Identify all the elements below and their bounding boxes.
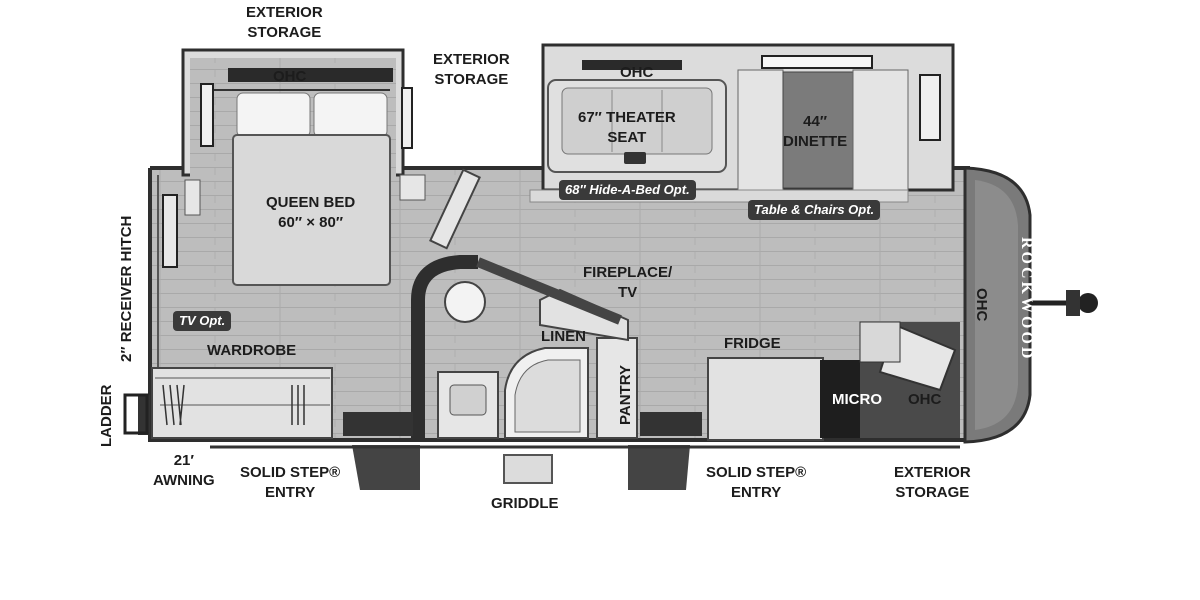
theater-console [624,152,646,164]
fridge-shape [707,357,824,441]
pantry-shape [596,337,638,439]
exterior-storage-right-label: EXTERIOR STORAGE [894,464,971,501]
ohc-kitchen-label: OHC [908,391,942,408]
entry-door-left [343,412,413,436]
queen-bed-label: QUEEN BED 60″ × 80″ [266,194,356,231]
dinette-window [919,74,941,141]
fireplace-angled [476,257,622,325]
bed-nightstand-right [399,174,426,201]
exterior-storage-center-label: EXTERIOR STORAGE [433,51,510,88]
linen-label: LINEN [541,328,586,345]
micro-label: MICRO [832,391,882,408]
fridge-label: FRIDGE [724,335,781,352]
hide-a-bed-option-tag: 68″ Hide-A-Bed Opt. [559,180,696,200]
tv-option-tag: TV Opt. [173,311,232,331]
step-right [628,445,690,490]
front-cap-inner [975,180,1018,430]
rear-ladder [123,393,149,435]
main-walls [148,166,970,442]
dinette-table [782,71,854,189]
awning-label: 21′ AWNING [153,452,215,489]
rear-tv-panel [162,194,178,268]
bedroom-ohc-bar [228,68,393,82]
wardrobe-label: WARDROBE [207,342,297,359]
ohc-front-label: OHC [973,288,990,322]
table-chairs-option-tag: Table & Chairs Opt. [748,200,881,220]
queen-bed-shape [232,134,391,286]
bed-nightstand-left [184,179,201,216]
bath-sink [449,384,487,416]
entry-door-right [640,412,702,436]
dinette-label: 44″ DINETTE [783,113,848,150]
theater-ohc-bar [582,60,682,70]
ohc-theater-label: OHC [620,64,654,81]
theater-seat-label: 67″ THEATER SEAT [578,109,676,146]
bedroom-window-left [200,83,214,147]
fireplace-tv-label: FIREPLACE/ TV [583,264,673,301]
bed-pillow-right [313,92,388,138]
rockwood-logo: ROCKWOOD [1018,237,1035,362]
pantry-label: PANTRY [617,365,634,425]
bed-pillow-left [236,92,311,138]
range-stove [820,360,860,438]
step-left [352,445,420,490]
ohc-bedroom-label: OHC [273,68,307,85]
dinette-skylight [761,55,873,69]
hitch-jack [1066,290,1080,316]
solid-step-entry-right-label: SOLID STEP® ENTRY [706,464,807,501]
bedroom-window-right [401,87,413,149]
griddle-shape [503,454,553,484]
receiver-hitch-label: 2″ RECEIVER HITCH [118,215,135,362]
kitchen-cabinet [859,321,901,363]
dinette-bench-right [852,69,909,191]
wardrobe-hangers [162,384,305,426]
ladder-label: LADDER [98,384,115,448]
dinette-bench-left [737,69,784,191]
exterior-storage-left-label: EXTERIOR STORAGE [246,4,323,41]
griddle-label: GRIDDLE [491,495,559,512]
closet-angled [429,168,481,250]
bath-curved-wall [411,255,478,440]
solid-step-entry-left-label: SOLID STEP® ENTRY [240,464,341,501]
hitch-coupler [1078,293,1098,313]
toilet [444,281,486,323]
